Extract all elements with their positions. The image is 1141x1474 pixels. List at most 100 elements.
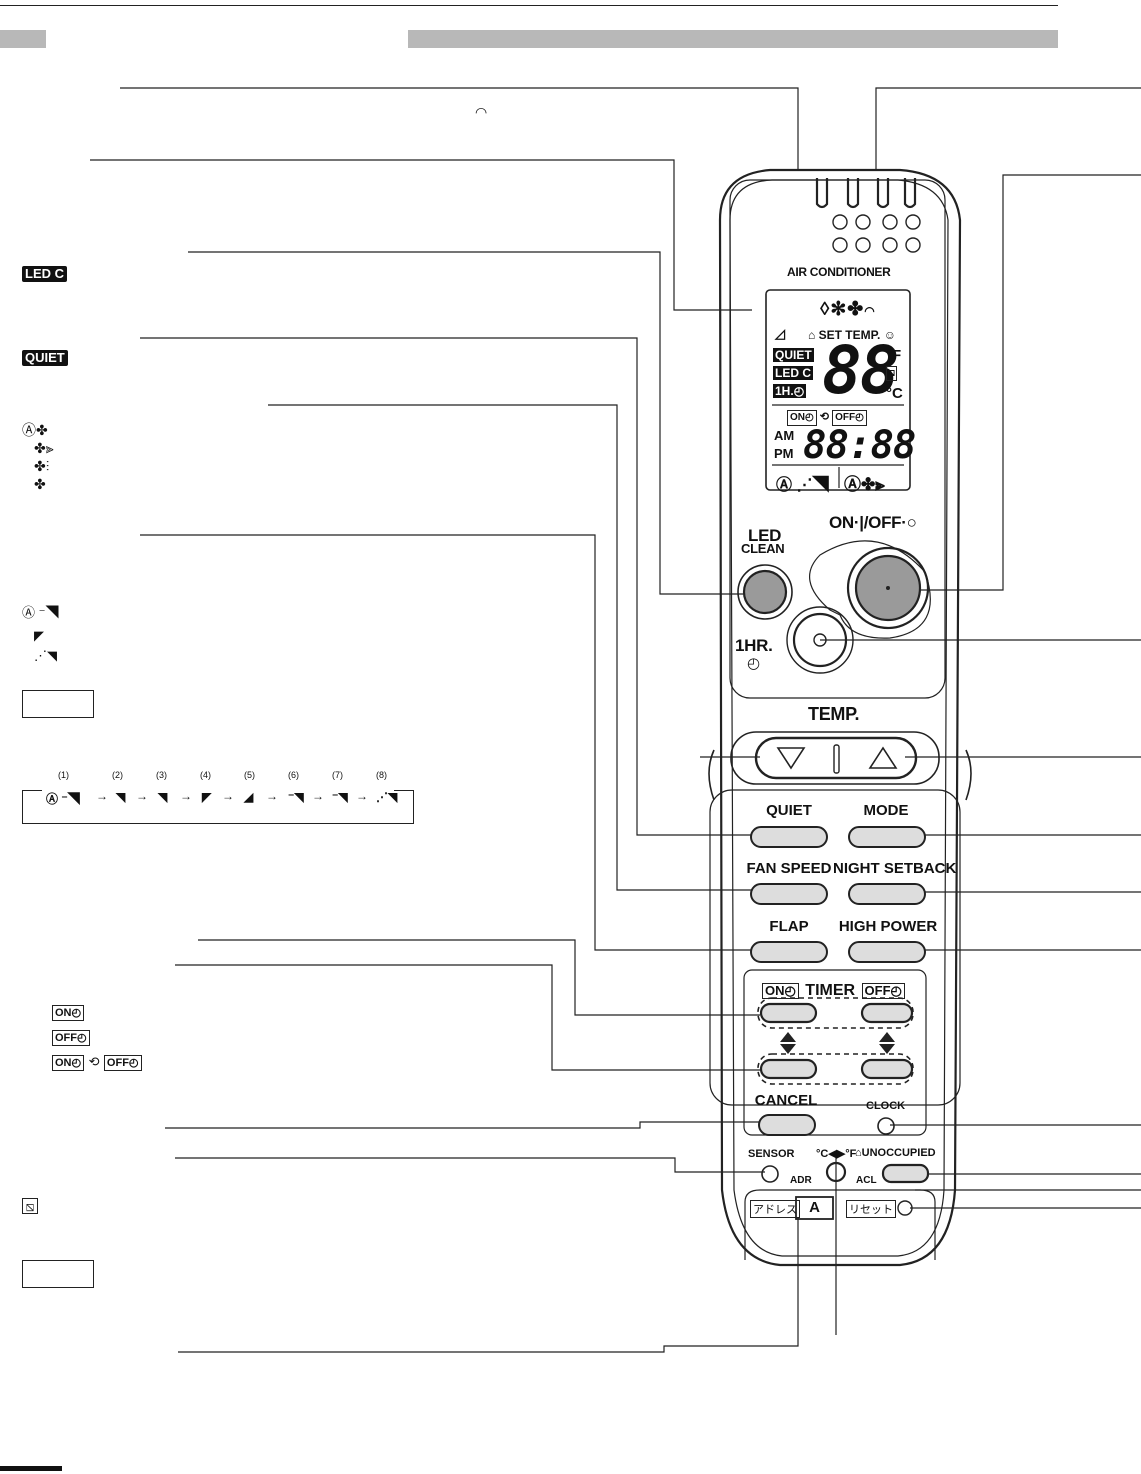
sequence-frame (22, 790, 414, 824)
timer-header: ON◴ TIMER OFF◴ (762, 982, 905, 1000)
off-timer-up-button[interactable] (862, 1004, 912, 1022)
on-off-button[interactable] (856, 556, 920, 620)
led-c-badge: LED C (22, 266, 67, 282)
flap-button[interactable] (750, 941, 828, 963)
seq-num-8: (8) (376, 770, 387, 780)
temp-down-button[interactable] (770, 740, 832, 776)
lcd-pm: PM (774, 446, 794, 461)
mode-button-label: MODE (863, 802, 909, 819)
reset-button[interactable] (898, 1201, 912, 1215)
section-bar-right (408, 30, 1058, 48)
led-clean-label-bottom: CLEAN (741, 541, 785, 556)
seq-vane-icon: ◢ (244, 790, 254, 804)
lcd-unit-c: °C (886, 385, 903, 402)
fan-mid-icon: ✤⫶ (34, 458, 50, 474)
quiet-button[interactable] (750, 826, 828, 848)
lcd-clock-digits: 88:88 (803, 423, 916, 468)
led-clean-label-top: LED (748, 526, 782, 545)
timer-off-badge: OFF◴ (52, 1030, 90, 1046)
mode-icons: ◊✻✤◠ (820, 299, 876, 320)
fan-high-icon: ✤⫸ (34, 440, 54, 456)
sensor-icon: ⧅ (22, 1198, 38, 1214)
acl-label: ACL (856, 1175, 877, 1186)
lcd-unit-f: °F (886, 347, 902, 364)
seq-arrow-icon: → (312, 789, 324, 803)
address-switch[interactable]: A (809, 1199, 820, 1216)
unoccupied-label: ⌂UNOCCUPIED (855, 1147, 936, 1159)
seq-arrow-icon: → (222, 789, 234, 803)
clock-small-icon: ◴ (747, 655, 761, 672)
flap-legend: Ⓐ ⁻◥ ◤ ⋰◥ (22, 603, 58, 666)
seq-swing-icon: ⋰◥ (376, 790, 398, 804)
seq-arrow-icon: → (136, 789, 148, 803)
seq-num-6: (6) (288, 770, 299, 780)
on-timer-down-button[interactable] (761, 1060, 816, 1078)
address-jp-label: アドレス (750, 1200, 800, 1218)
flap-swing-icon: ⋰◥ (34, 648, 57, 663)
flap-button-label: FLAP (769, 918, 809, 935)
quiet-badge: QUIET (22, 350, 68, 366)
temp-up-button[interactable] (842, 740, 908, 776)
fan-speed-button[interactable] (750, 883, 828, 905)
timer-off-label: OFF◴ (861, 983, 905, 999)
lcd-led-c: LED C (773, 366, 813, 380)
auto-flap-icon: Ⓐ ⁻◥ (22, 605, 59, 620)
seq-arrow-icon: → (356, 789, 368, 803)
clock-button-label: CLOCK (866, 1100, 906, 1112)
section-bar-left (0, 30, 46, 48)
lcd-flap-icons: Ⓐ ⋰◥ (776, 477, 829, 494)
auto-fan-icon: Ⓐ✤ (22, 422, 48, 438)
remote-body (708, 168, 972, 1267)
timer-title: TIMER (805, 982, 856, 999)
quiet-button-label: QUIET (766, 802, 812, 819)
led-clean-button[interactable] (744, 572, 788, 616)
high-power-button[interactable] (848, 941, 926, 963)
footer-mark (0, 1466, 62, 1471)
seq-num-7: (7) (332, 770, 343, 780)
mode-button[interactable] (848, 826, 926, 848)
signal-icon: ◠ (475, 104, 488, 120)
reset-jp-label: リセット (846, 1200, 896, 1218)
seq-num-5: (5) (244, 770, 255, 780)
sensor-button[interactable] (761, 1165, 779, 1183)
quiet-legend: QUIET (22, 349, 68, 367)
timer-on-label: ON◴ (762, 983, 799, 999)
flap-sequence: (1) (2) (3) (4) (5) (6) (7) (8) Ⓐ ⁻◥ → ◥… (22, 770, 414, 826)
on-timer-up-button[interactable] (761, 1004, 816, 1022)
sensor-lcd-icon: ⧅ (886, 366, 897, 381)
clock-button[interactable] (877, 1117, 895, 1135)
fan-low-icon: ✤ (34, 476, 46, 492)
lcd-fan-icons: Ⓐ✤⫸ (844, 475, 885, 494)
night-setback-button[interactable] (848, 883, 926, 905)
seq-vane-icon: ◥ (158, 790, 168, 804)
timer-on-badge: ON◴ (52, 1005, 85, 1021)
timer-on-badge-2: ON◴ (52, 1055, 85, 1071)
unoccupied-button[interactable] (883, 1165, 928, 1182)
seq-vane-icon: ◤ (202, 790, 212, 804)
seq-num-2: (2) (112, 770, 123, 780)
led-c-legend: LED C (22, 265, 67, 283)
adr-label: ADR (790, 1175, 812, 1186)
seq-arrow-icon: → (266, 789, 278, 803)
seq-vane-icon: ⁻◥ (288, 790, 304, 804)
off-timer-down-button[interactable] (862, 1060, 912, 1078)
top-rule (0, 5, 1058, 6)
high-power-button-label: HIGH POWER (838, 918, 938, 935)
temp-unit-label: °C◀▶°F (816, 1148, 857, 1160)
on-off-label: ON·|/OFF·○ (829, 513, 917, 532)
swing-icon: ◿ (775, 326, 785, 341)
temp-unit-button[interactable] (826, 1163, 846, 1183)
lcd-timer-row: ON◴ ⟲ OFF◴ (787, 410, 867, 426)
one-hr-button[interactable] (794, 614, 846, 666)
brand-label: AIR CONDITIONER (787, 265, 891, 279)
fan-speed-button-label: FAN SPEED (746, 860, 832, 877)
seq-num-3: (3) (156, 770, 167, 780)
cancel-button[interactable] (758, 1114, 816, 1136)
timer-legend: ON◴ OFF◴ ON◴ ⟲ OFF◴ (52, 999, 142, 1074)
timer-cycle-icon: ⟲ (88, 1054, 100, 1069)
lcd-am: AM (774, 428, 795, 443)
seq-arrow-icon: → (96, 789, 108, 803)
night-setback-button-label: NIGHT SETBACK (833, 860, 957, 877)
timer-off-badge-2: OFF◴ (103, 1055, 142, 1071)
